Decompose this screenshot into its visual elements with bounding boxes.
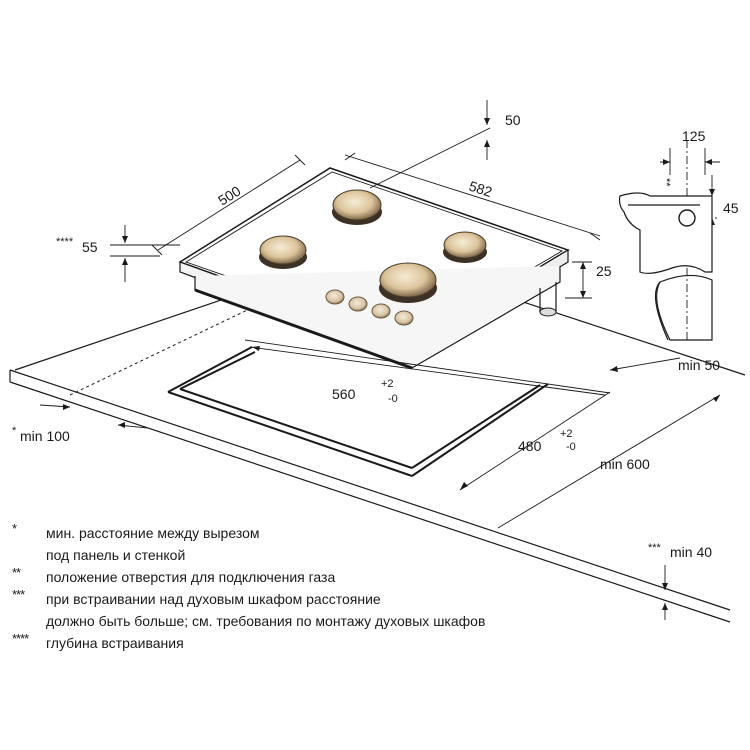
dim-480-tol-plus: +2 [560, 428, 573, 440]
dim-55: 55 [82, 239, 98, 255]
burner-right [443, 231, 487, 263]
detail-mark: ** [660, 178, 672, 187]
control-knobs [325, 289, 414, 326]
dim-min-600: min 600 [600, 456, 650, 472]
dim-560: 560 [332, 386, 356, 402]
dim-560-tol-plus: +2 [381, 378, 394, 390]
footnote-mark: **** [12, 631, 29, 646]
dim-50-top: 50 [505, 112, 521, 128]
footnote-4: **** глубина встраивания [12, 631, 732, 654]
dim-125: 125 [682, 128, 706, 144]
dim-55-mark: **** [56, 236, 74, 248]
dim-582: 582 [467, 178, 494, 201]
footnote-1-cont: под панель и стенкой [12, 544, 732, 566]
burner-back [332, 189, 382, 225]
footnote-3: *** при встраивании над духовым шкафом р… [12, 587, 732, 610]
gas-connection-detail [618, 140, 720, 341]
footnote-text: под панель и стенкой [46, 547, 186, 563]
footnote-3-cont: должно быть больше; см. требования по мо… [12, 610, 732, 632]
dimension-labels: 50 582 500 **** 55 25 125 45 ** min 50 5… [12, 112, 739, 560]
dim-min-100-mark: * [12, 425, 17, 437]
cutout-outline [167, 346, 549, 477]
dimension-lines [39, 100, 721, 620]
dim-min-40-mark: *** [648, 542, 662, 554]
footnote-mark: ** [12, 565, 21, 580]
dim-560-tol-minus: -0 [388, 393, 398, 405]
footnote-text: положение отверстия для подключения газа [46, 569, 336, 585]
dim-480: 480 [518, 438, 542, 454]
footnote-text: должно быть больше; см. требования по мо… [46, 613, 486, 629]
footnote-text: мин. расстояние между вырезом [46, 525, 260, 541]
hob [178, 167, 570, 370]
footnote-text: при встраивании над духовым шкафом расст… [46, 591, 381, 607]
footnote-mark: * [12, 521, 17, 536]
footnote-2: ** положение отверстия для подключения г… [12, 565, 732, 588]
footnote-text: глубина встраивания [46, 635, 184, 651]
footnote-mark: *** [12, 587, 25, 602]
dim-25: 25 [596, 263, 612, 279]
footnote-1: * мин. расстояние между вырезом [12, 521, 732, 544]
dim-min-40: min 40 [670, 544, 712, 560]
dim-480-tol-minus: -0 [566, 441, 576, 453]
dim-min-100: min 100 [20, 428, 70, 444]
footnotes: * мин. расстояние между вырезом под пане… [12, 521, 732, 654]
dim-500: 500 [215, 182, 243, 208]
burner-front [379, 262, 437, 303]
dim-min-50: min 50 [678, 357, 720, 373]
burner-left [259, 235, 307, 269]
dim-45: 45 [723, 200, 739, 216]
